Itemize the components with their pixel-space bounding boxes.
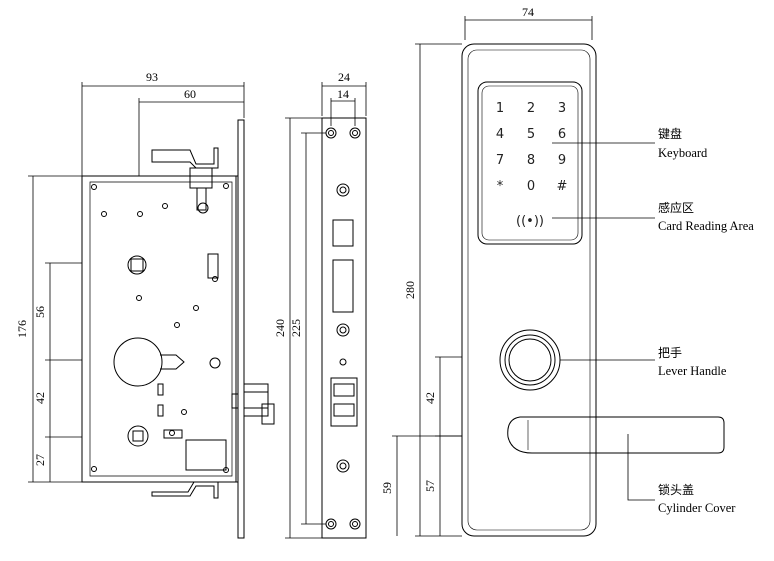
keypad-key: 3 — [558, 101, 566, 116]
callout-cylinder-cn: 锁头盖 — [658, 482, 694, 497]
lever-handle — [507, 416, 725, 454]
faceplate-dimensions — [285, 82, 367, 539]
dim-handle-width: 74 — [522, 5, 534, 19]
keypad-keys: 1 2 3 4 5 6 7 8 9 * 0 # — [496, 101, 568, 194]
handle-plate-view: 1 2 3 4 5 6 7 8 9 * 0 # ((•)) — [461, 43, 725, 537]
top-latch-tab — [151, 147, 219, 169]
dim-backset: 60 — [184, 87, 196, 101]
dim-faceplate-inner: 14 — [337, 87, 349, 101]
deadbolt — [243, 383, 269, 417]
callout-card-en: Card Reading Area — [658, 219, 754, 233]
handle-dimensions — [392, 16, 593, 537]
callout-card-cn: 感应区 — [658, 200, 694, 215]
keypad-key: 6 — [558, 127, 566, 142]
keypad-key: 8 — [527, 153, 535, 168]
cylinder-hole — [113, 337, 163, 387]
keypad-key: 0 — [527, 179, 535, 194]
mortise-dimensions — [28, 82, 245, 483]
bottom-latch-tab — [151, 481, 219, 499]
callout-handle-en: Lever Handle — [658, 364, 727, 378]
keypad-panel — [477, 81, 583, 245]
callout-keyboard-en: Keyboard — [658, 146, 708, 160]
keypad-key: 7 — [496, 153, 504, 168]
keypad-key: 9 — [558, 153, 566, 168]
dim-handle-height: 280 — [403, 281, 417, 299]
dim-handle-59: 59 — [380, 482, 394, 494]
dim-body-width: 93 — [146, 70, 158, 84]
mortise-case — [81, 175, 239, 483]
card-reader-icon: ((•)) — [516, 214, 544, 229]
dim-screw-spacing: 225 — [289, 319, 303, 337]
dim-faceplate-width: 24 — [338, 70, 350, 84]
dim-faceplate-height: 240 — [273, 319, 287, 337]
dim-handle-57: 57 — [423, 480, 437, 492]
keypad-key: 4 — [496, 127, 504, 142]
mortise-body-view — [81, 119, 275, 539]
handle-plate — [461, 43, 597, 537]
faceplate-view — [321, 117, 367, 539]
dim-spindle-56: 56 — [33, 306, 47, 318]
dim-body-height: 176 — [15, 320, 29, 338]
keypad-key: * — [497, 179, 504, 194]
keypad-key: # — [557, 179, 568, 194]
callout-leaders — [552, 142, 655, 501]
mortise-faceplate — [237, 119, 245, 539]
keypad-key: 1 — [496, 101, 504, 116]
callout-keyboard-cn: 键盘 — [658, 126, 682, 141]
dim-spindle-42: 42 — [33, 392, 47, 404]
callout-handle-cn: 把手 — [658, 346, 682, 360]
keypad-key: 5 — [527, 127, 535, 142]
callout-cylinder-en: Cylinder Cover — [658, 501, 736, 515]
keypad-key: 2 — [527, 101, 535, 116]
dim-handle-42: 42 — [423, 392, 437, 404]
faceplate — [321, 117, 367, 539]
dim-spindle-27: 27 — [33, 454, 47, 466]
